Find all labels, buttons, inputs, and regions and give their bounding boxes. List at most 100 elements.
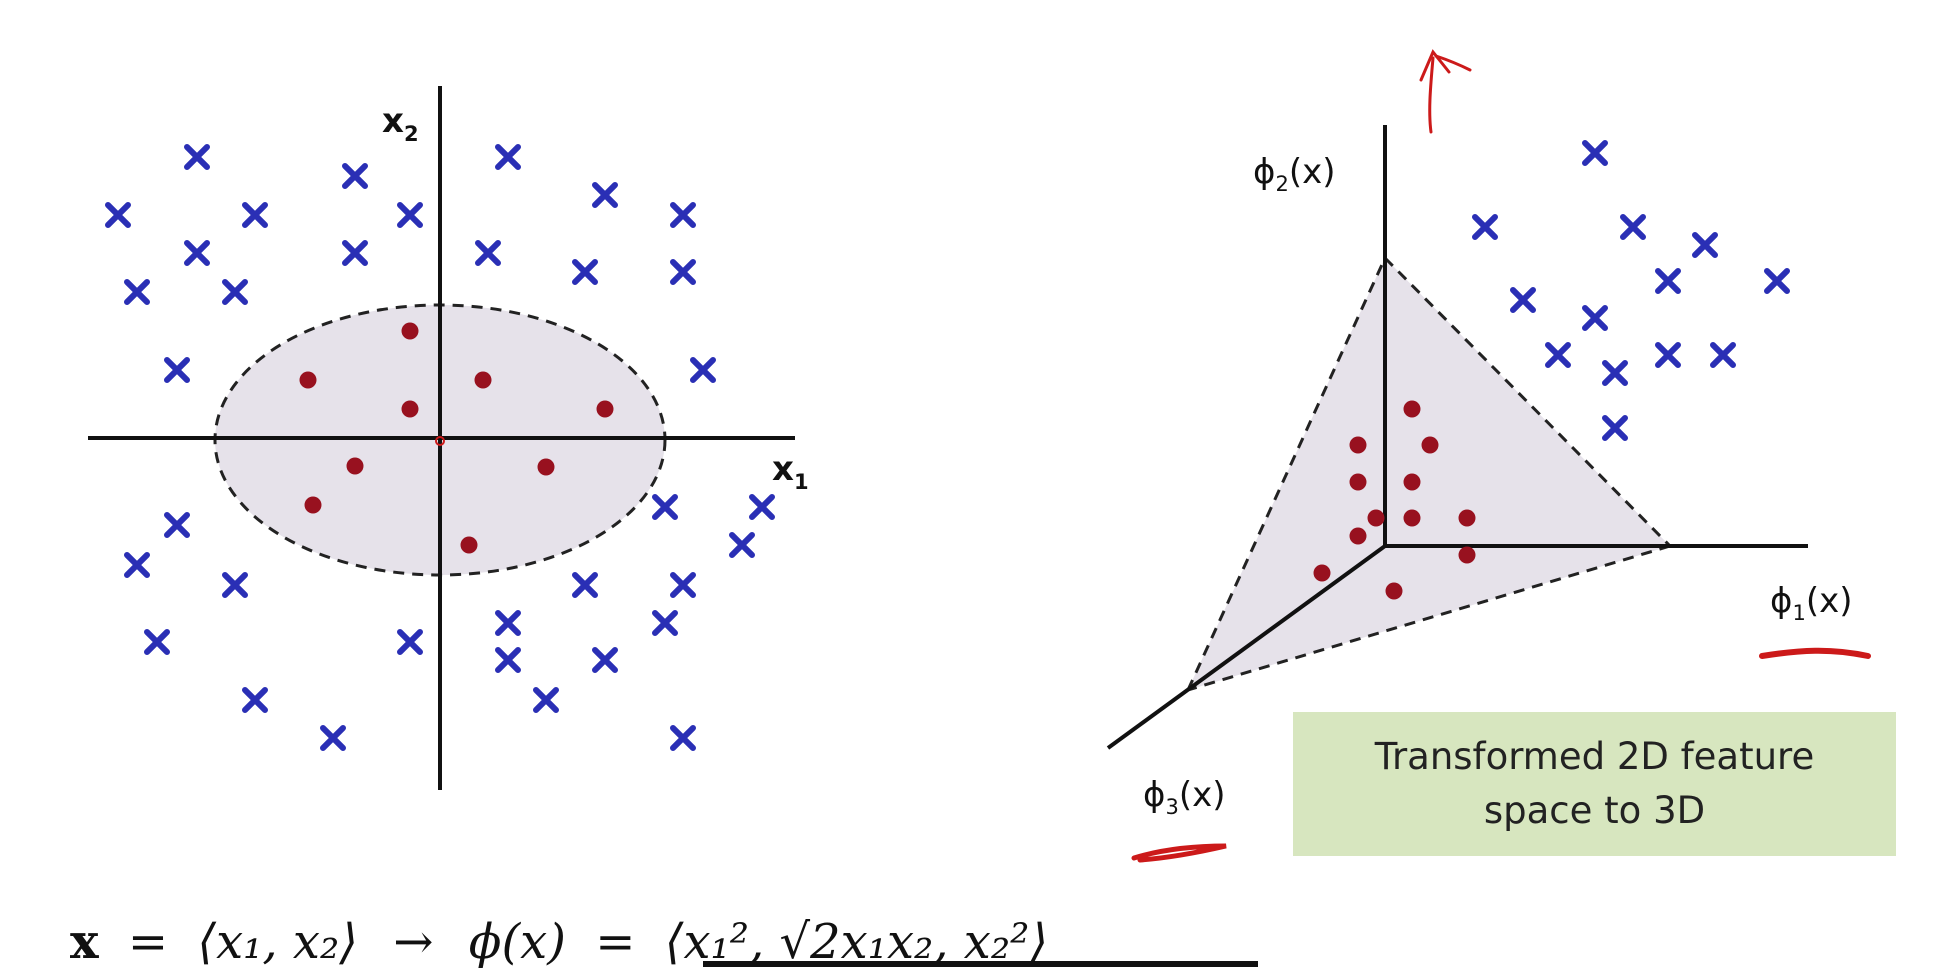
up-arrow-icon [1419, 49, 1472, 134]
x2-axis-label: x2 [382, 101, 419, 146]
formula-result: ⟨x₁², √2x₁x₂, x₂²⟩ [665, 914, 1048, 970]
formula-eq: = [128, 914, 168, 970]
x-marker-icon [1582, 140, 1608, 166]
x-marker-icon [475, 240, 501, 266]
formula-tuple: ⟨x₁, x₂⟩ [197, 914, 358, 970]
phi3-axis [1106, 544, 1387, 750]
x-marker-icon [124, 279, 150, 305]
x-marker-icon [1764, 268, 1790, 294]
dot-marker-icon [299, 371, 317, 389]
left-crosses-group [105, 144, 775, 751]
x-marker-icon [1602, 360, 1628, 386]
x-marker-icon [670, 725, 696, 751]
phi2-axis-label: ϕ2(x) [1253, 152, 1335, 196]
plane-edge [1383, 256, 1672, 548]
x-marker-icon [1582, 305, 1608, 331]
underline-mark [1131, 843, 1227, 863]
dot-marker-icon [537, 458, 555, 476]
x-marker-icon [749, 494, 775, 520]
phi3-axis-label: ϕ3(x) [1143, 775, 1225, 819]
annotations [1131, 49, 1871, 863]
right-plot: ϕ2(x) ϕ1(x) ϕ3(x) [1106, 125, 1852, 819]
x-marker-icon [184, 240, 210, 266]
separating-plane [1188, 258, 1670, 690]
dot-marker-icon [1349, 527, 1367, 545]
dot-marker-icon [1367, 509, 1385, 527]
plane-edge [1186, 257, 1387, 691]
formula-arrow: → [393, 914, 433, 970]
transformation-note: Transformed 2D feature space to 3D [1293, 712, 1896, 856]
x-marker-icon [144, 629, 170, 655]
svg-text:x = ⟨x₁, x₂⟩: x = ⟨x₁, x₂⟩ → ϕ(x) = ⟨x₁², √2x₁x₂, x₂²⟩ [70, 914, 1048, 970]
plane-edge [1187, 544, 1671, 692]
x-marker-icon [1655, 268, 1681, 294]
dot-marker-icon [1458, 509, 1476, 527]
x-marker-icon [124, 552, 150, 578]
x-marker-icon [1710, 342, 1736, 368]
x-marker-icon [495, 610, 521, 636]
x-marker-icon [320, 725, 346, 751]
x-marker-icon [397, 202, 423, 228]
x-marker-icon [1602, 415, 1628, 441]
right-dots-group [1313, 400, 1476, 600]
x-marker-icon [164, 357, 190, 383]
dot-marker-icon [1458, 546, 1476, 564]
origin-marker [435, 436, 445, 446]
x-marker-icon [572, 572, 598, 598]
x-marker-icon [1472, 214, 1498, 240]
x-marker-icon [242, 202, 268, 228]
x-marker-icon [222, 279, 248, 305]
x-marker-icon [242, 687, 268, 713]
x-marker-icon [184, 144, 210, 170]
x-marker-icon [592, 647, 618, 673]
formula-phi: ϕ(x) [469, 914, 566, 970]
dot-marker-icon [1421, 436, 1439, 454]
x-marker-icon [164, 512, 190, 538]
x-marker-icon [1510, 287, 1536, 313]
x-marker-icon [729, 532, 755, 558]
x-marker-icon [1655, 342, 1681, 368]
formula-eq2: = [595, 914, 635, 970]
dot-marker-icon [304, 496, 322, 514]
x-marker-icon [652, 610, 678, 636]
x-marker-icon [670, 259, 696, 285]
x-marker-icon [495, 144, 521, 170]
note-text: Transformed 2D feature space to 3D [1374, 735, 1815, 832]
x-marker-icon [533, 687, 559, 713]
x-marker-icon [670, 202, 696, 228]
underline-mark [1759, 647, 1871, 659]
dot-marker-icon [401, 400, 419, 418]
dot-marker-icon [1349, 436, 1367, 454]
formula-lhs: x [70, 914, 99, 970]
x-marker-icon [592, 182, 618, 208]
x-marker-icon [1620, 214, 1646, 240]
dot-marker-icon [346, 457, 364, 475]
x-marker-icon [1545, 342, 1571, 368]
x-marker-icon [690, 357, 716, 383]
dot-marker-icon [460, 536, 478, 554]
x-marker-icon [495, 647, 521, 673]
x-marker-icon [1692, 232, 1718, 258]
left-plot: x1 x2 [88, 86, 809, 790]
dot-marker-icon [1403, 400, 1421, 418]
x-marker-icon [670, 572, 696, 598]
x-marker-icon [652, 494, 678, 520]
dot-marker-icon [1403, 473, 1421, 491]
x-marker-icon [222, 572, 248, 598]
dot-marker-icon [1313, 564, 1331, 582]
x-marker-icon [572, 259, 598, 285]
dot-marker-icon [401, 322, 419, 340]
dot-marker-icon [596, 400, 614, 418]
dot-marker-icon [1385, 582, 1403, 600]
right-crosses-group [1472, 140, 1790, 441]
x-marker-icon [342, 163, 368, 189]
x-marker-icon [342, 240, 368, 266]
dot-marker-icon [1349, 473, 1367, 491]
dot-marker-icon [1403, 509, 1421, 527]
x1-axis-label: x1 [772, 449, 809, 494]
left-dots-group [299, 322, 614, 554]
phi1-axis-label: ϕ1(x) [1770, 581, 1852, 625]
x-marker-icon [397, 629, 423, 655]
feature-map-formula: x = ⟨x₁, x₂⟩ → ϕ(x) = ⟨x₁², √2x₁x₂, x₂²⟩ [70, 914, 1258, 970]
